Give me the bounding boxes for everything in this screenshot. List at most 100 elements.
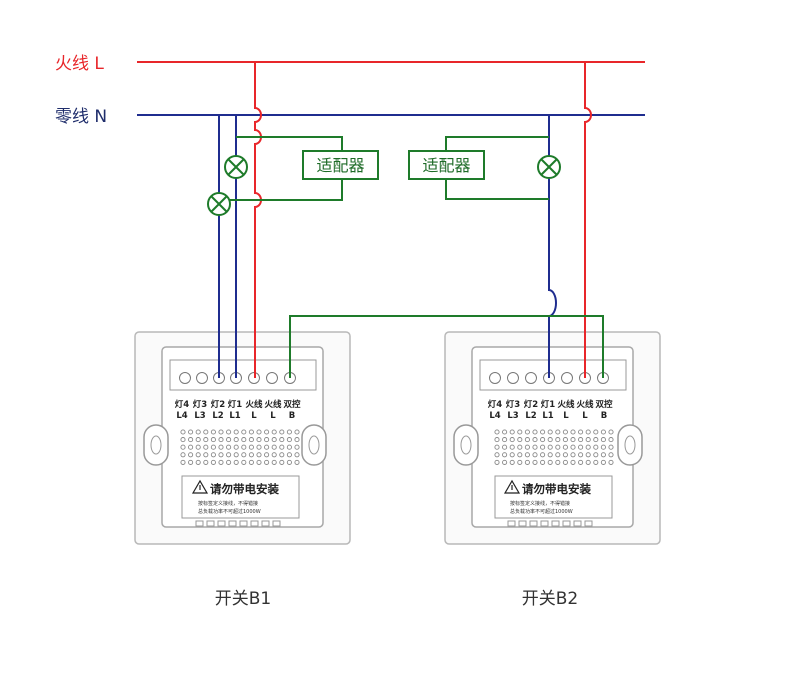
vent-hole: [210, 429, 216, 435]
vent-hole: [271, 459, 277, 465]
warning-icon: [503, 479, 521, 494]
vent-hole: [555, 437, 561, 443]
vent-hole: [218, 459, 224, 465]
terminal-label-bottom: L3: [507, 411, 518, 421]
vent-hole: [562, 444, 568, 450]
vent-hole: [279, 429, 285, 435]
note-text: 总负载功率不可超过1000W: [198, 508, 261, 515]
bottom-slots: [507, 520, 593, 527]
switch-b2-name: 开关B2: [522, 589, 578, 609]
vent-hole: [271, 437, 277, 443]
vent-hole: [532, 437, 538, 443]
terminal-label-top: 火线: [557, 399, 575, 410]
vent-hole: [286, 444, 292, 450]
vent-hole: [180, 459, 186, 465]
terminal-labels: 灯4 灯3 灯2 灯1 火线 火线 双控 L4 L3 L2 L1 L L B: [488, 399, 613, 421]
live-line-label: 火线 L: [55, 54, 104, 74]
lamp-icon: [537, 155, 561, 179]
vent-hole: [517, 452, 523, 458]
terminal-labels: 灯4 灯3 灯2 灯1 火线 火线 双控 L4 L3 L2 L1 L L B: [175, 399, 301, 421]
vent-hole: [256, 452, 262, 458]
vent-hole: [608, 429, 614, 435]
vent-hole: [502, 452, 508, 458]
terminal-label-top: 双控: [283, 399, 301, 410]
vent-hole: [286, 459, 292, 465]
vent-hole: [494, 437, 500, 443]
vent-hole: [264, 444, 270, 450]
switch-b1-name: 开关B1: [215, 589, 271, 609]
terminal-label-bottom: L2: [525, 411, 536, 421]
vent-hole: [562, 459, 568, 465]
vent-hole: [585, 437, 591, 443]
vent-hole: [509, 459, 515, 465]
terminal-label-top: 灯3: [506, 399, 521, 410]
vent-hole: [233, 444, 239, 450]
vent-hole: [256, 444, 262, 450]
vent-hole: [532, 452, 538, 458]
vent-hole: [608, 437, 614, 443]
vent-hole: [279, 452, 285, 458]
vent-hole: [226, 444, 232, 450]
vent-hole: [502, 444, 508, 450]
vent-hole: [248, 444, 254, 450]
terminal-label-bottom: L4: [176, 411, 187, 421]
vent-hole: [218, 444, 224, 450]
vent-hole: [547, 444, 553, 450]
vent-hole: [524, 459, 530, 465]
vent-hole: [593, 429, 599, 435]
vent-hole: [578, 459, 584, 465]
vent-hole: [540, 452, 546, 458]
wires: [137, 61, 645, 378]
note-text: 按标签定义接线，不得错接: [510, 500, 570, 507]
vent-hole: [195, 437, 201, 443]
note-text: 总负载功率不可超过1000W: [510, 508, 573, 515]
vent-hole: [524, 437, 530, 443]
vent-hole: [264, 437, 270, 443]
vent-hole: [203, 437, 209, 443]
vent-hole: [188, 459, 194, 465]
terminal-label-top: 灯4: [175, 399, 190, 410]
terminal-label-top: 灯4: [488, 399, 503, 410]
terminal-label-top: 火线: [264, 399, 282, 410]
vent-hole: [517, 429, 523, 435]
vent-hole: [264, 459, 270, 465]
lamp-icon: [207, 192, 231, 216]
vent-hole: [509, 429, 515, 435]
vent-hole: [188, 429, 194, 435]
terminal-label-bottom: B: [289, 411, 295, 421]
vent-hole: [547, 429, 553, 435]
vent-hole: [608, 452, 614, 458]
vent-hole: [279, 444, 285, 450]
vent-hole: [570, 437, 576, 443]
mounting-hole-left: [143, 424, 169, 466]
vent-hole: [608, 459, 614, 465]
vent-hole: [562, 452, 568, 458]
terminal-label-bottom: B: [601, 411, 607, 421]
vent-hole: [562, 429, 568, 435]
vent-hole: [210, 444, 216, 450]
vent-hole: [226, 429, 232, 435]
vent-grid: [180, 429, 300, 465]
vent-hole: [570, 429, 576, 435]
switch-b1: 灯4 灯3 灯2 灯1 火线 火线 双控 L4 L3 L2 L1 L L B: [134, 331, 351, 545]
vent-hole: [517, 459, 523, 465]
vent-hole: [279, 437, 285, 443]
live-drop-b2: [584, 62, 592, 378]
vent-hole: [218, 429, 224, 435]
neutral-line-label: 零线 N: [55, 107, 107, 127]
vent-hole: [585, 444, 591, 450]
vent-hole: [210, 437, 216, 443]
terminal-label-bottom: L1: [542, 411, 553, 421]
vent-hole: [233, 437, 239, 443]
vent-hole: [264, 452, 270, 458]
vent-hole: [494, 459, 500, 465]
warning-title: 请勿带电安装: [522, 482, 591, 496]
vent-hole: [226, 437, 232, 443]
vent-hole: [555, 429, 561, 435]
terminal-label-bottom: L: [582, 411, 588, 421]
adapter-label: 适配器: [422, 156, 470, 175]
vent-hole: [241, 429, 247, 435]
vent-hole: [218, 437, 224, 443]
vent-hole: [585, 459, 591, 465]
